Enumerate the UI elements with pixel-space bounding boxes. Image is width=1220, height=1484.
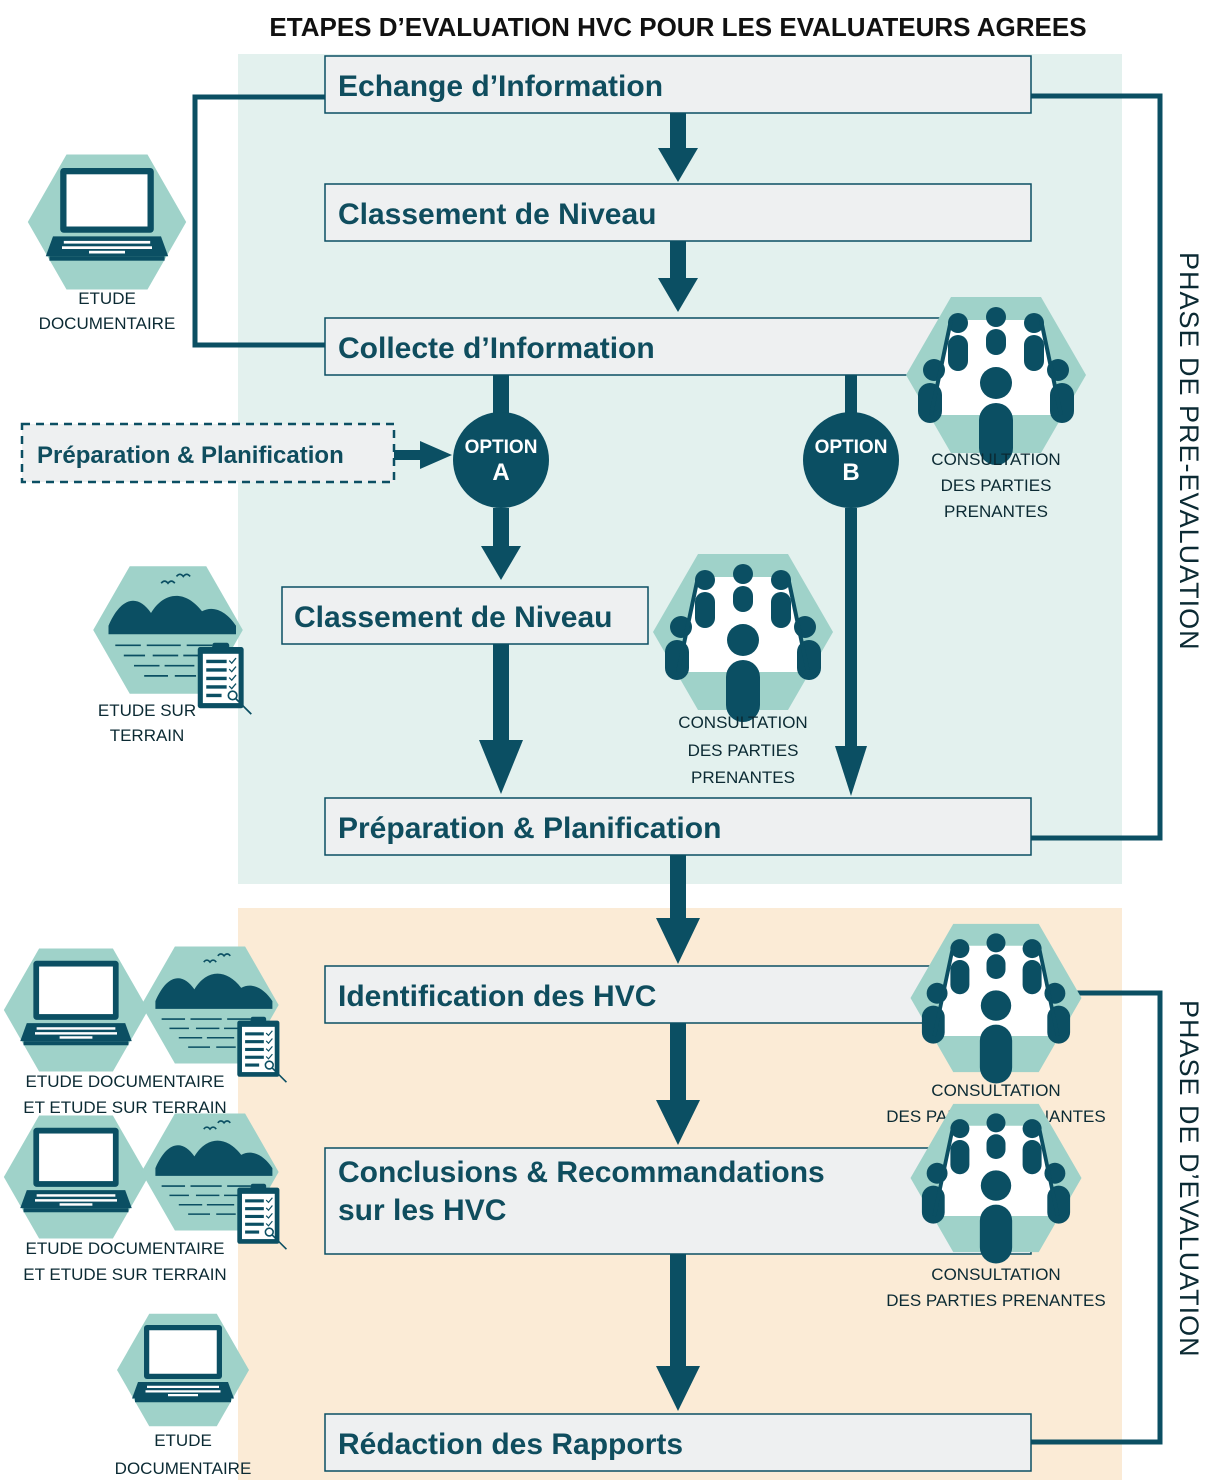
step-collecte-label: Collecte d’Information bbox=[338, 332, 655, 365]
desk-study-bracket bbox=[192, 94, 325, 348]
pre-phase-bracket bbox=[1031, 93, 1163, 841]
step-echange-box bbox=[324, 55, 1032, 114]
step-redaction-label: Rédaction des Rapports bbox=[338, 1428, 683, 1461]
step-preparation-dashed-box bbox=[20, 422, 396, 484]
step-echange-label: Echange d’Information bbox=[338, 70, 663, 103]
consult-d-label-1: CONSULTATION bbox=[931, 1265, 1060, 1284]
step-classement-2-label: Classement de Niveau bbox=[294, 601, 612, 634]
step-classement-1-label: Classement de Niveau bbox=[338, 198, 656, 231]
desk-study-bottom-label-2: DOCUMENTAIRE bbox=[115, 1459, 252, 1478]
diagram-title: ETAPES D’EVALUATION HVC POUR LES EVALUAT… bbox=[269, 12, 1086, 42]
option-b-label: OPTION bbox=[815, 437, 888, 458]
step-classement-2-box bbox=[281, 586, 649, 645]
arrow-preparation-dashed-to-option-a bbox=[394, 441, 452, 469]
option-b-letter: B bbox=[842, 459, 859, 486]
step-identification-label: Identification des HVC bbox=[338, 980, 656, 1013]
step-preparation-label: Préparation & Planification bbox=[338, 812, 721, 845]
option-a-label: OPTION bbox=[465, 437, 538, 458]
laptop-icon bbox=[27, 154, 187, 290]
field-study-label-1: ETUDE SUR bbox=[98, 701, 196, 720]
step-preparation-dashed-label: Préparation & Planification bbox=[37, 442, 344, 469]
consult-c-label-1: CONSULTATION bbox=[931, 1081, 1060, 1100]
field-study-icon bbox=[92, 565, 253, 716]
step-conclusions-label-2: sur les HVC bbox=[338, 1194, 506, 1227]
arrow-classement-2-to-preparation bbox=[479, 644, 523, 794]
consult-b-label-3: PRENANTES bbox=[944, 502, 1048, 521]
combo2-label-2: ET ETUDE SUR TERRAIN bbox=[23, 1265, 226, 1284]
desk-study-bottom-label-1: ETUDE bbox=[154, 1431, 212, 1450]
eval-phase-bracket bbox=[1031, 990, 1163, 1445]
laptop-icon bbox=[117, 1313, 249, 1427]
arrow-conclusions-to-redaction bbox=[656, 1254, 700, 1411]
pre-phase-label: PHASE DE PRE-EVALUATION bbox=[1174, 252, 1204, 651]
combo1-label-1: ETUDE DOCUMENTAIRE bbox=[26, 1072, 225, 1091]
laptop-icon bbox=[3, 1115, 149, 1239]
option-b-circle: OPTION B bbox=[803, 412, 899, 508]
desk-study-label-1: ETUDE bbox=[78, 289, 136, 308]
field-study-label-2: TERRAIN bbox=[110, 726, 185, 745]
step-preparation-box bbox=[324, 797, 1032, 856]
step-conclusions-box bbox=[324, 1147, 1032, 1255]
consult-b-label-1: CONSULTATION bbox=[931, 450, 1060, 469]
arrow-option-b-to-preparation bbox=[835, 508, 867, 796]
option-a-circle: OPTION A bbox=[453, 412, 549, 508]
line-collecte-to-option-a bbox=[493, 375, 509, 415]
arrow-echange-to-classement bbox=[658, 113, 698, 182]
arrow-identification-to-conclusions bbox=[656, 1023, 700, 1145]
line-collecte-to-option-b bbox=[845, 375, 857, 415]
arrow-option-a-to-classement-2 bbox=[481, 508, 521, 580]
consult-a-label-2: DES PARTIES bbox=[688, 741, 799, 760]
laptop-icon bbox=[3, 948, 149, 1072]
arrow-classement-to-collecte bbox=[658, 241, 698, 312]
combo2-label-1: ETUDE DOCUMENTAIRE bbox=[26, 1239, 225, 1258]
arrow-preparation-to-identification bbox=[656, 855, 700, 964]
consult-d-label-2: DES PARTIES PRENANTES bbox=[886, 1291, 1105, 1310]
consult-b-label-2: DES PARTIES bbox=[941, 476, 1052, 495]
combo1-label-2: ET ETUDE SUR TERRAIN bbox=[23, 1098, 226, 1117]
consult-a-label-1: CONSULTATION bbox=[678, 713, 807, 732]
step-conclusions-label-1: Conclusions & Recommandations bbox=[338, 1156, 825, 1189]
consult-a-label-3: PRENANTES bbox=[691, 768, 795, 787]
step-redaction-box bbox=[324, 1413, 1032, 1472]
eval-phase-label: PHASE DE D’EVALUATION bbox=[1174, 1000, 1204, 1358]
option-a-letter: A bbox=[492, 459, 509, 486]
desk-study-label-2: DOCUMENTAIRE bbox=[39, 314, 176, 333]
